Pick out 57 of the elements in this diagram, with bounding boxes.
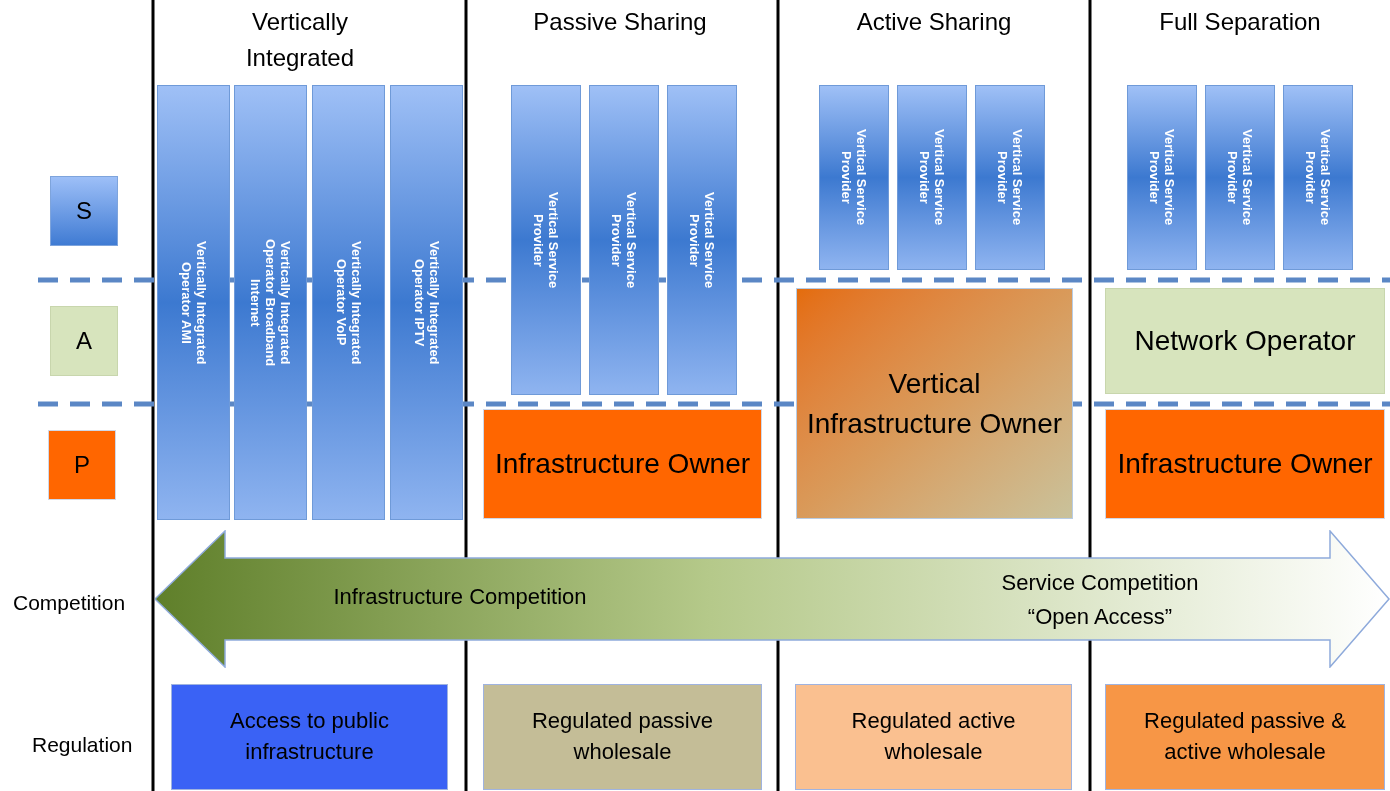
box-label: Infrastructure Owner (493, 447, 752, 482)
box-label: Vertical Infrastructure Owner (805, 367, 1064, 441)
provider-bar (511, 85, 581, 395)
row-label: Regulation (32, 732, 134, 758)
regulation-box (1105, 684, 1385, 790)
regulation-box (795, 684, 1072, 790)
column-header: Vertically Integrated (244, 7, 356, 73)
operator-bar (312, 85, 385, 520)
row-label: Competition (13, 590, 127, 616)
vertical-label: Vertical Service Provider (1225, 128, 1255, 228)
vertical-label: Vertical Service Provider (1147, 128, 1177, 228)
provider-bar (897, 85, 967, 270)
box-label: Infrastructure Owner (1116, 447, 1374, 482)
regulation-box (171, 684, 448, 790)
vertical-label: Vertically Integrated Operator VoIP (333, 239, 364, 367)
owner-box (1105, 409, 1385, 519)
arrow-label: Infrastructure Competition (332, 583, 588, 611)
vertical-label: Vertical Service Provider (687, 190, 717, 291)
vertical-label: Vertical Service Provider (917, 128, 947, 228)
operator-bar (390, 85, 463, 520)
provider-bar (819, 85, 889, 270)
box-label: Regulated active wholesale (850, 707, 1017, 766)
vertical-label: Vertically Integrated Operator IPTV (411, 239, 442, 367)
column-header: Full Separation (1158, 7, 1322, 37)
box-label: S (75, 196, 93, 227)
box-label: Regulated passive wholesale (531, 707, 714, 766)
operator-box (1105, 288, 1385, 394)
vertical-label: Vertical Service Provider (1303, 128, 1333, 228)
vertical-label: Vertically Integrated Operator Broadband Internet (248, 237, 293, 369)
vertical-label: Vertical Service Provider (609, 190, 639, 291)
double-arrow (155, 530, 1390, 668)
column-header: Active Sharing (855, 7, 1013, 37)
provider-bar (975, 85, 1045, 270)
owner-box (796, 288, 1073, 519)
provider-bar (1283, 85, 1353, 270)
provider-bar (589, 85, 659, 395)
provider-bar (1205, 85, 1275, 270)
vertical-label: Vertical Service Provider (531, 190, 561, 291)
arrow-label: Service Competition “Open Access” (1000, 569, 1200, 631)
box-label: P (73, 450, 91, 481)
vertical-label: Vertical Service Provider (839, 128, 869, 228)
layer-box (50, 176, 118, 246)
layer-box (50, 306, 118, 376)
column-header: Passive Sharing (532, 7, 708, 37)
owner-box (483, 409, 762, 519)
box-label: Network Operator (1133, 324, 1357, 359)
vertical-label: Vertical Service Provider (995, 128, 1025, 228)
operator-bar (157, 85, 230, 520)
layer-box (48, 430, 116, 500)
vertical-label: Vertically Integrated Operator AMI (178, 239, 209, 367)
operator-bar (234, 85, 307, 520)
regulation-box (483, 684, 762, 790)
box-label: Regulated passive & active wholesale (1143, 707, 1347, 766)
provider-bar (667, 85, 737, 395)
box-label: A (75, 326, 93, 357)
box-label: Access to public infrastructure (229, 707, 390, 766)
provider-bar (1127, 85, 1197, 270)
